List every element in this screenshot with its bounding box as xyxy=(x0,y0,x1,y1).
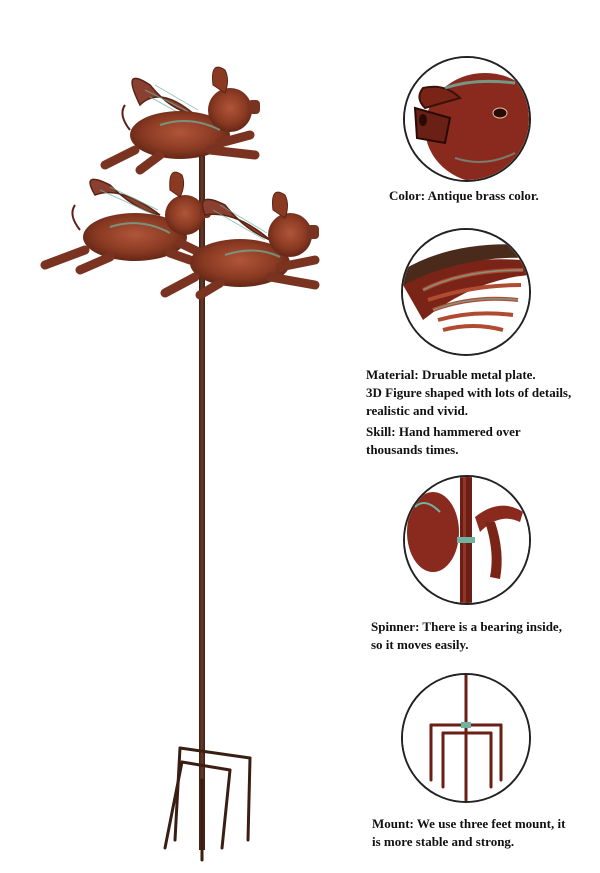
material-caption-line2: 3D Figure shaped with lots of details, xyxy=(366,385,572,400)
caption-mount: Mount: We use three feet mount, it is mo… xyxy=(372,815,565,851)
color-caption-text: Color: Antique brass color. xyxy=(389,188,539,203)
detail-spinner-image xyxy=(403,475,531,605)
pole xyxy=(199,150,205,850)
mount-caption-line2: is more stable and strong. xyxy=(372,834,515,849)
flying-pigs-spinner-image xyxy=(40,66,320,862)
material-caption-line1: Material: Druable metal plate. xyxy=(366,367,536,382)
spinner-caption-line1: Spinner: There is a bearing inside, xyxy=(371,619,562,634)
pig-right xyxy=(160,191,320,300)
skill-caption-line1: Skill: Hand hammered over xyxy=(366,424,521,439)
caption-material: Material: Druable metal plate. 3D Figure… xyxy=(366,366,571,420)
mount-caption-line1: Mount: We use three feet mount, it xyxy=(372,816,566,831)
detail-pig-face-image xyxy=(403,56,531,182)
caption-color: Color: Antique brass color. xyxy=(389,187,539,205)
pig-left xyxy=(40,171,211,275)
three-feet-mount xyxy=(163,746,252,862)
pig-top xyxy=(100,66,260,175)
caption-spinner: Spinner: There is a bearing inside, so i… xyxy=(371,618,562,654)
detail-wing-image xyxy=(401,228,531,356)
caption-skill: Skill: Hand hammered over thousands time… xyxy=(366,423,521,459)
material-caption-line3: realistic and vivid. xyxy=(366,403,468,418)
skill-caption-line2: thousands times. xyxy=(366,442,459,457)
spinner-caption-line2: so it moves easily. xyxy=(371,637,469,652)
detail-mount-image xyxy=(401,673,531,803)
